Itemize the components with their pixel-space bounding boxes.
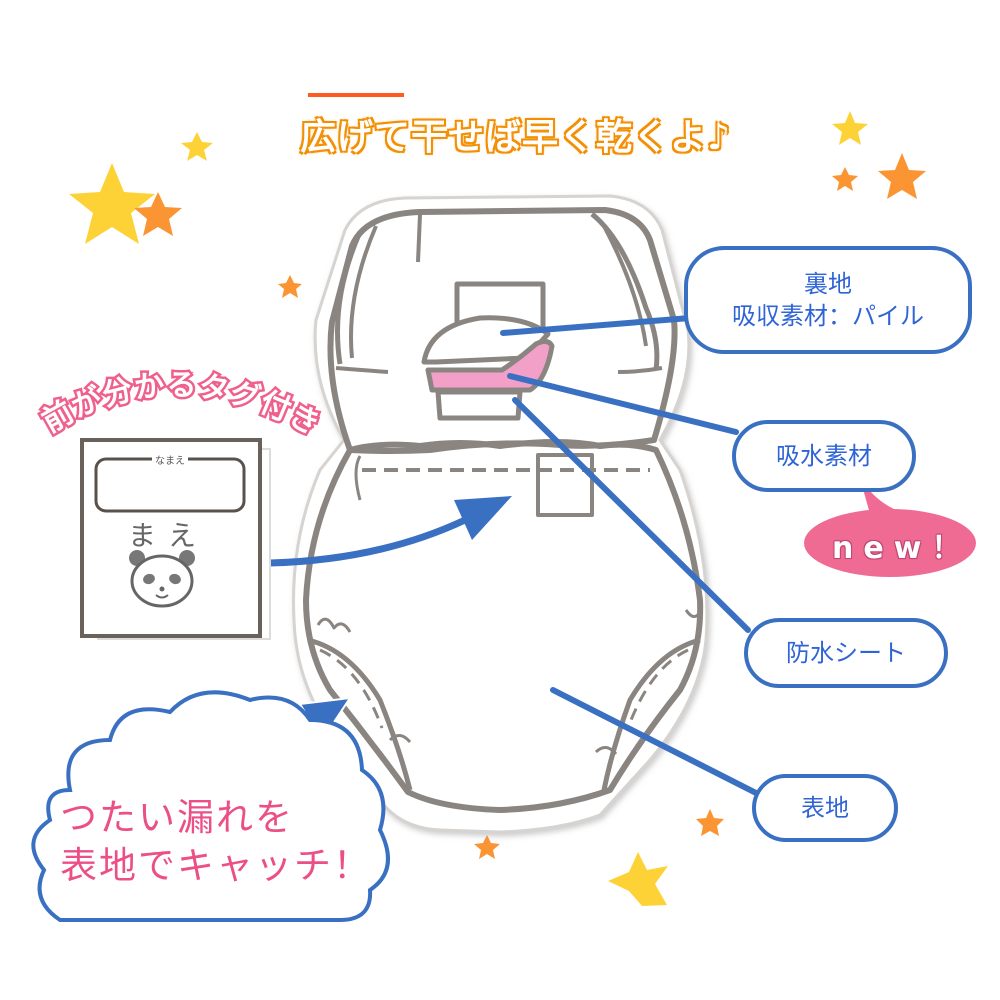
- diaper-outline: [292, 194, 709, 834]
- panda-face-icon: [129, 550, 195, 608]
- front-tag-card: [80, 438, 271, 640]
- label-waterproof: 防水シート: [744, 618, 948, 688]
- star-icon: [608, 852, 668, 906]
- star-icon: [832, 111, 868, 145]
- leader-line-lining: [500, 315, 693, 336]
- callout-leader-lines: [500, 315, 763, 798]
- star-icon: [278, 275, 302, 298]
- star-icon: [181, 132, 213, 161]
- star-icon: [474, 835, 500, 859]
- cloud-callout-line2: 表地でキャッチ！: [60, 844, 372, 887]
- leader-line-waterproof: [512, 397, 751, 633]
- headline: 広げて干せば早く乾くよ♪: [300, 117, 731, 158]
- star-icon: [134, 192, 182, 236]
- new-badge-shape: [804, 478, 976, 577]
- new-badge: new！: [832, 531, 972, 566]
- label-lining-material: 吸収素材：パイル: [732, 302, 924, 330]
- label-absorbent-text: 吸水素材: [776, 442, 872, 470]
- star-decorations: [69, 111, 926, 906]
- tag-name-label: なまえ: [155, 456, 185, 467]
- cloud-callout-text: つたい漏れを 表地でキャッチ！: [60, 794, 372, 890]
- leader-line-outer: [550, 687, 763, 798]
- label-lining: 裏地 吸収素材：パイル: [684, 246, 972, 354]
- star-icon: [696, 809, 724, 836]
- label-lining-title: 裏地: [804, 270, 852, 298]
- headline-underline: [308, 93, 404, 97]
- cloud-callout-line1: つたい漏れを: [60, 796, 294, 839]
- label-absorbent: 吸水素材: [732, 420, 916, 492]
- label-waterproof-text: 防水シート: [786, 639, 906, 667]
- star-icon: [878, 153, 926, 199]
- star-icon: [832, 167, 858, 191]
- tag-callout-arc-text: 前が分かるタグ付き: [37, 368, 327, 443]
- leader-line-absorbent: [507, 373, 739, 435]
- label-outer: 表地: [752, 774, 898, 842]
- tag-arrow: [269, 496, 512, 567]
- cloud-callout-shape: [31, 690, 390, 922]
- label-outer-text: 表地: [801, 794, 849, 822]
- tag-front-label: まえ: [128, 519, 209, 552]
- diaper-front-panel: [303, 439, 704, 813]
- star-icon: [69, 163, 155, 244]
